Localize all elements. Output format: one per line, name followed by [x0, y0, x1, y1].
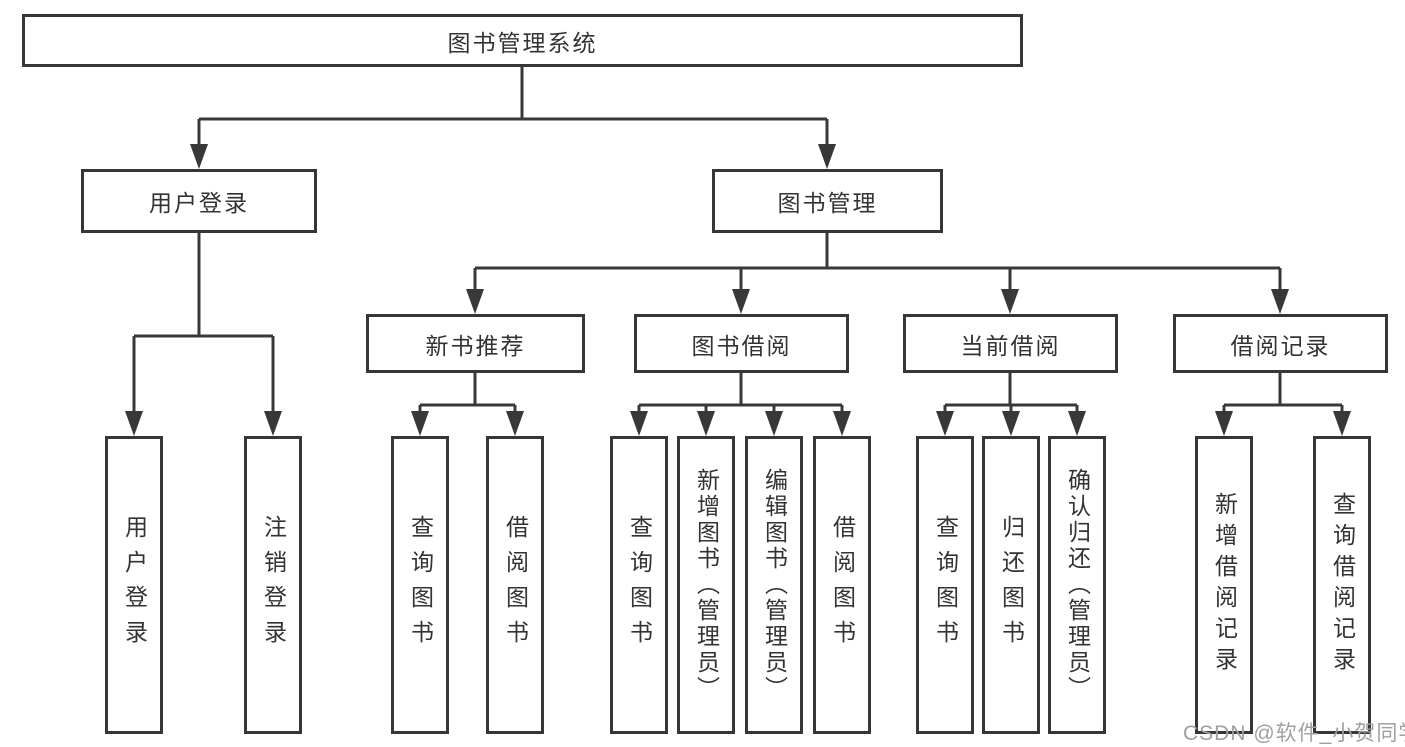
leaf-query-books: 查询图书 [391, 436, 449, 734]
node-borrowing-records: 借阅记录 [1173, 314, 1388, 373]
node-new-book-recommend: 新书推荐 [366, 314, 585, 373]
leaf-label: 查询图书 [626, 515, 653, 655]
leaf-label: 新增图书（管理员） [693, 468, 720, 702]
leaf-borrow-books: 借阅图书 [486, 436, 544, 734]
csdn-watermark: CSDN @软件_小贺同学 [1183, 722, 1405, 745]
leaf-add-borrow-record: 新增借阅记录 [1195, 436, 1253, 734]
node-book-management: 图书管理 [712, 169, 943, 233]
leaf-label: 查询图书 [407, 515, 434, 655]
leaf-add-books-admin: 新增图书（管理员） [677, 436, 735, 734]
leaf-borrow-books: 借阅图书 [813, 436, 871, 734]
leaf-label: 新增借阅记录 [1211, 492, 1238, 678]
leaf-label: 借阅图书 [502, 515, 529, 655]
leaf-query-books: 查询图书 [610, 436, 668, 734]
leaf-edit-books-admin: 编辑图书（管理员） [745, 436, 803, 734]
leaf-return-books: 归还图书 [982, 436, 1040, 734]
leaf-label: 注销登录 [260, 515, 287, 655]
node-library-management-system: 图书管理系统 [22, 14, 1023, 67]
leaf-user-login: 用户登录 [105, 436, 163, 734]
leaf-label: 查询借阅记录 [1329, 492, 1356, 678]
node-current-borrowing: 当前借阅 [903, 314, 1118, 373]
leaf-label: 归还图书 [998, 515, 1025, 655]
leaf-confirm-return-admin: 确认归还（管理员） [1048, 436, 1106, 734]
leaf-logout: 注销登录 [244, 436, 302, 734]
leaf-label: 编辑图书（管理员） [761, 468, 788, 702]
leaf-label: 查询图书 [932, 515, 959, 655]
node-user-login: 用户登录 [81, 169, 317, 233]
leaf-label: 借阅图书 [829, 515, 856, 655]
leaf-label: 用户登录 [121, 515, 148, 655]
leaf-query-books: 查询图书 [916, 436, 974, 734]
leaf-label: 确认归还（管理员） [1064, 468, 1091, 702]
node-book-borrowing: 图书借阅 [634, 314, 849, 373]
leaf-query-borrow-record: 查询借阅记录 [1313, 436, 1371, 734]
